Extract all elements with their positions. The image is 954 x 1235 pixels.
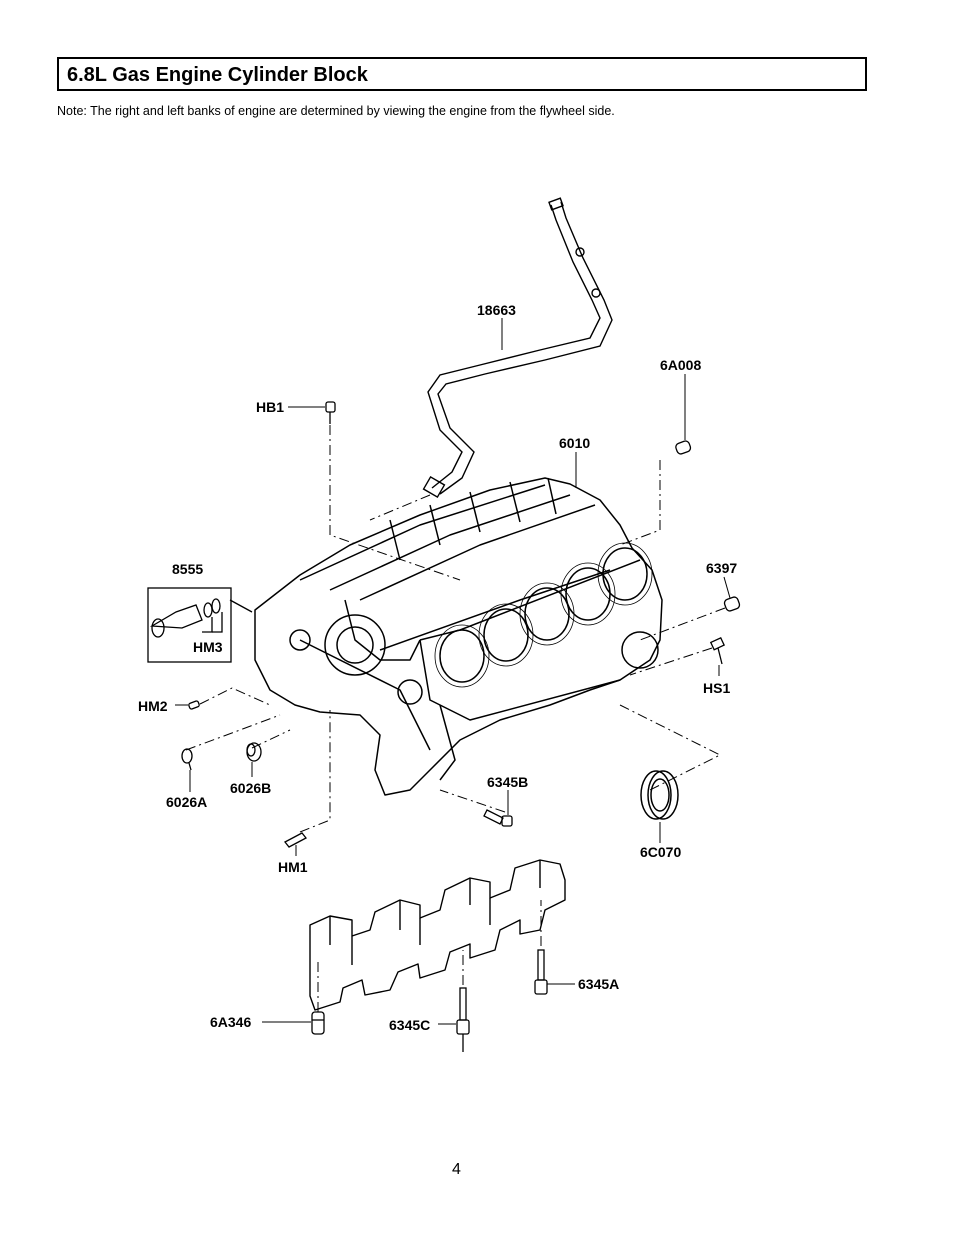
pin-hm2: [188, 700, 200, 710]
note-text: Note: The right and left banks of engine…: [57, 104, 615, 118]
label-hm2: HM2: [138, 698, 168, 714]
label-8555: 8555: [172, 561, 203, 577]
part-labels: 18663 6A008 HB1 6010 8555 6397 HM3 HS1 H…: [138, 302, 737, 1033]
label-18663: 18663: [477, 302, 516, 318]
page-title: 6.8L Gas Engine Cylinder Block: [67, 64, 368, 86]
label-hs1: HS1: [703, 680, 730, 696]
label-6345a: 6345A: [578, 976, 619, 992]
label-6345b: 6345B: [487, 774, 528, 790]
label-6345c: 6345C: [389, 1017, 430, 1033]
label-hb1: HB1: [256, 399, 284, 415]
label-6026a: 6026A: [166, 794, 207, 810]
leader-lines: [175, 318, 731, 1025]
plug-6a008: [675, 440, 692, 455]
cylinder-bores: [434, 542, 653, 688]
label-hm3: HM3: [193, 639, 223, 655]
oil-tube-18663: [422, 197, 613, 499]
label-6c070: 6C070: [640, 844, 681, 860]
rear-seal-6c070: [640, 770, 679, 820]
stud-hs1: [709, 636, 725, 665]
bolt-6345a: [534, 949, 548, 995]
label-6a346: 6A346: [210, 1014, 251, 1030]
label-6397: 6397: [706, 560, 737, 576]
label-6a008: 6A008: [660, 357, 701, 373]
section-title-box: 6.8L Gas Engine Cylinder Block: [57, 57, 867, 91]
dowel-hm1: [284, 832, 307, 848]
label-hm1: HM1: [278, 859, 308, 875]
label-6026b: 6026B: [230, 780, 271, 796]
bolt-hb1: [325, 401, 336, 424]
cup-plug-6026b: [246, 742, 262, 762]
ring-6026a: [181, 748, 193, 771]
plug-6397: [723, 596, 741, 612]
bolt-6345c: [456, 987, 470, 1052]
bolt-6345b: [483, 809, 513, 827]
dowel-6a346: [311, 1011, 325, 1035]
cylinder-block-6010: [254, 477, 663, 796]
main-bearing-caps: [309, 859, 566, 1011]
thermostat-8555-inset: [147, 587, 253, 663]
page-number: 4: [452, 1161, 461, 1178]
label-6010: 6010: [559, 435, 590, 451]
